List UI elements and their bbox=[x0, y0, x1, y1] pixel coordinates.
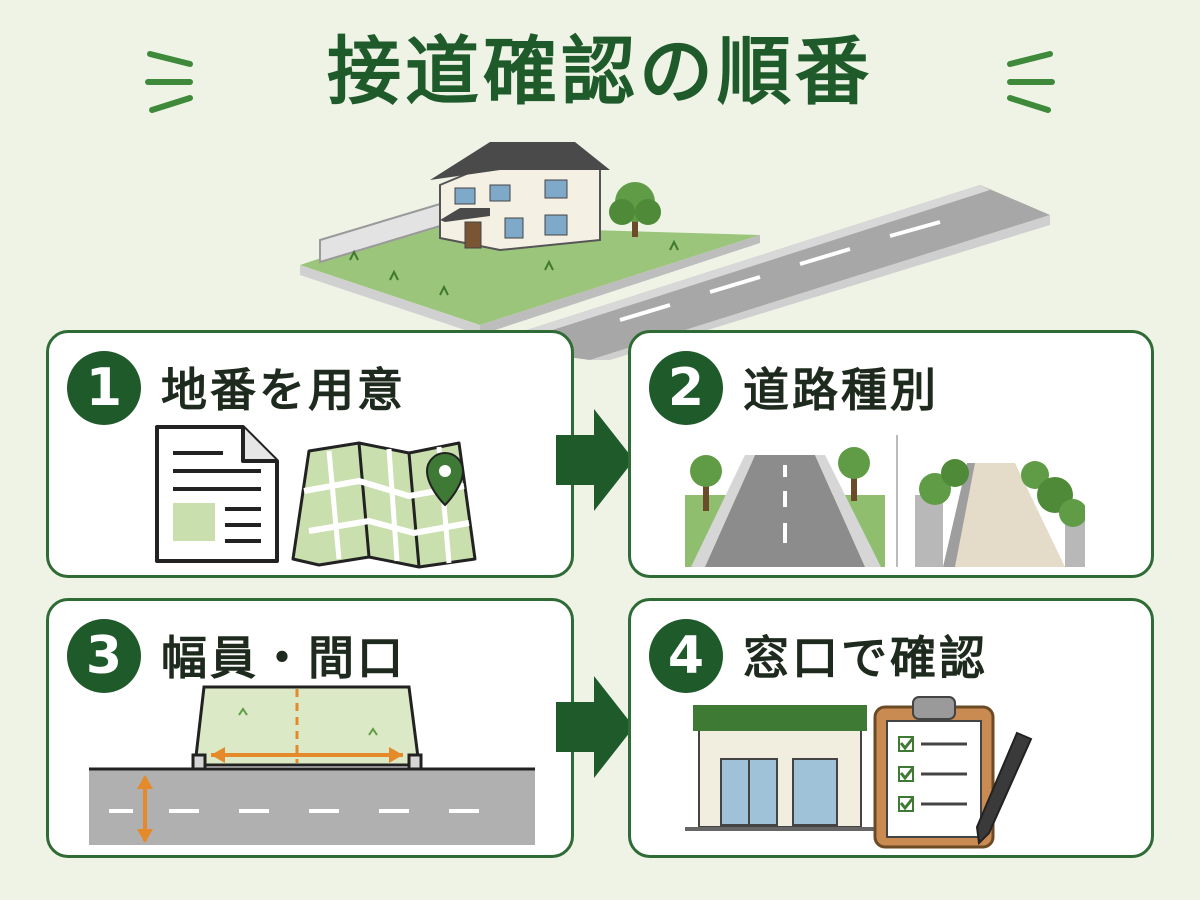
step-number-badge: 4 bbox=[649, 619, 723, 693]
public-road-icon bbox=[685, 447, 885, 567]
step-card-3: 3 幅員・間口 bbox=[46, 598, 574, 858]
step-title: 幅員・間口 bbox=[161, 631, 406, 685]
step-card-4: 4 窓口で確認 bbox=[628, 598, 1154, 858]
frontage-width-diagram bbox=[89, 685, 535, 845]
page-title: 接道確認の順番 bbox=[327, 29, 873, 115]
document-icon bbox=[155, 425, 279, 563]
arrow-right-icon bbox=[556, 409, 634, 511]
step-title: 地番を用意 bbox=[161, 363, 406, 417]
house-road-illustration bbox=[300, 142, 1050, 360]
arrow-right-icon bbox=[556, 676, 634, 778]
step-card-1: 1 地番を用意 bbox=[46, 330, 574, 578]
burst-right-icon bbox=[1007, 51, 1055, 113]
step-card-2: 2 道路種別 bbox=[628, 330, 1154, 578]
step-number-badge: 2 bbox=[649, 351, 723, 425]
step-title: 窓口で確認 bbox=[743, 631, 988, 685]
private-road-icon bbox=[915, 459, 1085, 567]
office-building-icon bbox=[685, 705, 875, 831]
map-pin-icon bbox=[291, 441, 477, 569]
step-number-badge: 3 bbox=[67, 619, 141, 693]
step-number-badge: 1 bbox=[67, 351, 141, 425]
burst-left-icon bbox=[145, 51, 193, 113]
divider bbox=[896, 435, 898, 567]
clipboard-checklist-icon bbox=[873, 696, 1033, 849]
step-title: 道路種別 bbox=[743, 363, 939, 417]
